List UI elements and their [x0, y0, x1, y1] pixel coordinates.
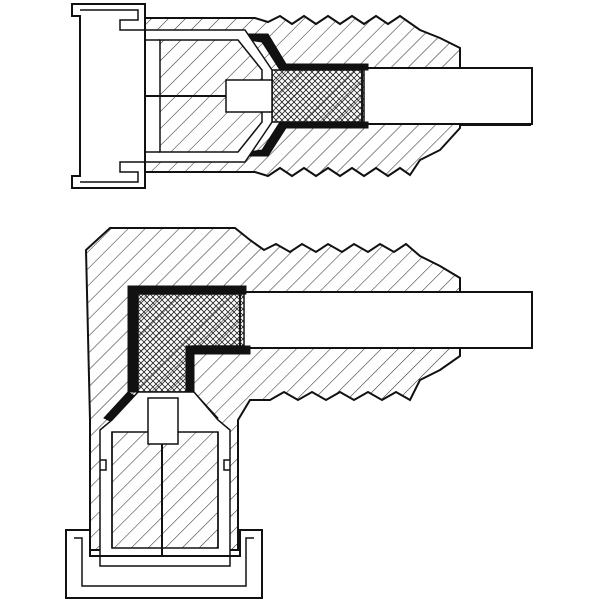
- angle-housing-rim: [99, 556, 231, 567]
- angle-cable-jacket: [239, 291, 533, 349]
- angle-center-contact: [147, 397, 179, 445]
- angle-insulator: [111, 431, 219, 549]
- angle-housing-inner: [74, 537, 254, 587]
- angle-housing: [65, 529, 263, 599]
- straight-cable-jacket: [361, 67, 533, 125]
- straight-housing-inner: [80, 9, 145, 183]
- straight-braid-mesh: [271, 69, 365, 123]
- right-angle-connector: [65, 227, 533, 599]
- straight-housing: [71, 3, 146, 189]
- straight-connector: [71, 3, 533, 189]
- straight-center-contact: [225, 79, 273, 113]
